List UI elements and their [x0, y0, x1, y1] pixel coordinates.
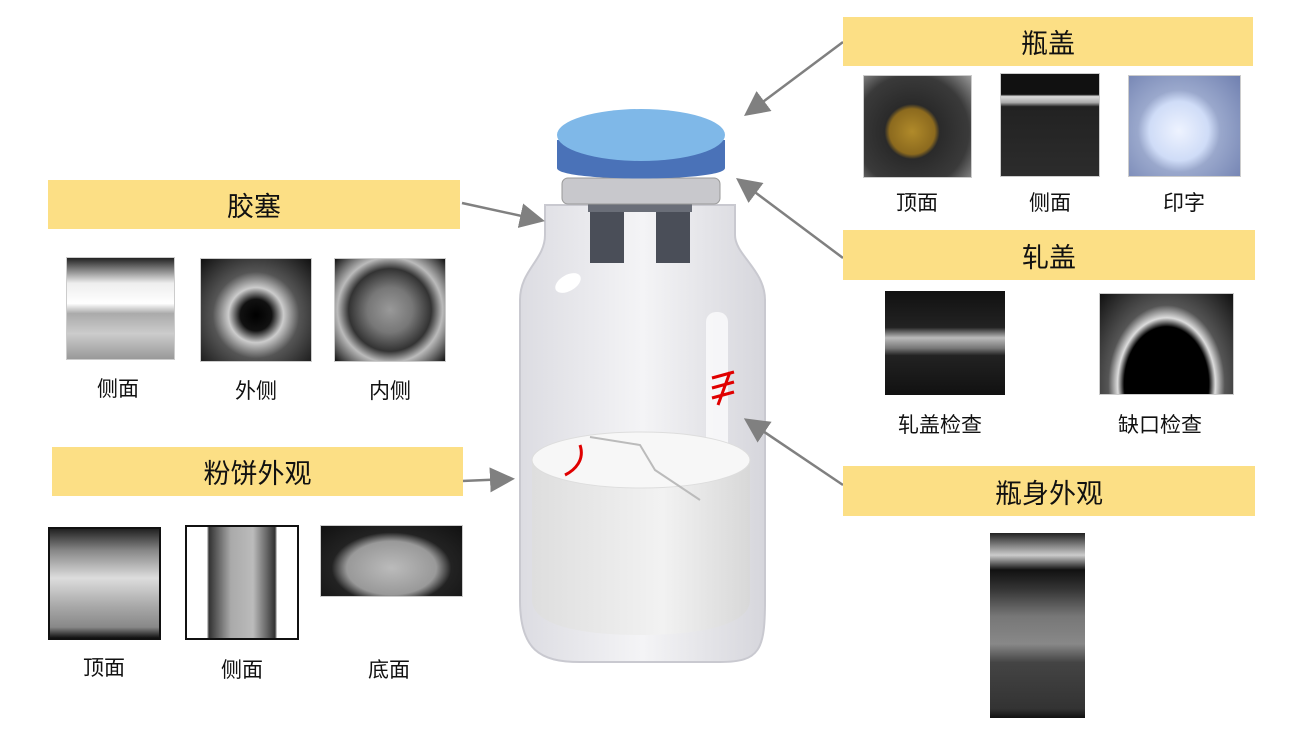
cake-label-top: 顶面	[83, 656, 125, 680]
body-header: 瓶身外观	[843, 466, 1255, 516]
cap-label-top: 顶面	[896, 191, 938, 215]
stopper-inner-image	[334, 258, 446, 362]
stopper-header: 胶塞	[48, 180, 460, 229]
cake-top-image	[48, 527, 161, 640]
cake-label-side: 侧面	[221, 658, 263, 682]
cap-label-side: 侧面	[1029, 191, 1071, 215]
cake-header: 粉饼外观	[52, 447, 463, 496]
crimp-check-image	[885, 291, 1005, 395]
cap-side-image	[1000, 73, 1100, 177]
cap-print-image	[1128, 75, 1241, 177]
body-appearance-image	[990, 533, 1085, 718]
cake-bottom-image	[320, 525, 463, 597]
cap-label-print: 印字	[1163, 191, 1205, 215]
arrow-body	[743, 418, 844, 487]
arrow-cake	[461, 467, 515, 493]
vial-illustration	[519, 109, 766, 663]
stopper-side-image	[66, 257, 175, 360]
arrow-cap	[743, 40, 844, 116]
arrow-stopper	[461, 201, 545, 228]
crimp-label-notch: 缺口检查	[1118, 413, 1202, 437]
cake-label-bottom: 底面	[368, 658, 410, 682]
crimp-header: 轧盖	[843, 230, 1255, 280]
stopper-label-outer: 外侧	[235, 379, 277, 403]
arrow-crimp	[735, 178, 844, 260]
stopper-label-inner: 内侧	[369, 379, 411, 403]
cap-header: 瓶盖	[843, 17, 1253, 66]
crimp-label-check: 轧盖检查	[898, 413, 982, 437]
notch-check-image	[1099, 293, 1234, 395]
stopper-label-side: 侧面	[97, 377, 139, 401]
cap-top-image	[863, 75, 972, 178]
cake-side-image	[185, 525, 299, 640]
stopper-outer-image	[200, 258, 312, 362]
connector-arrows	[461, 40, 844, 493]
